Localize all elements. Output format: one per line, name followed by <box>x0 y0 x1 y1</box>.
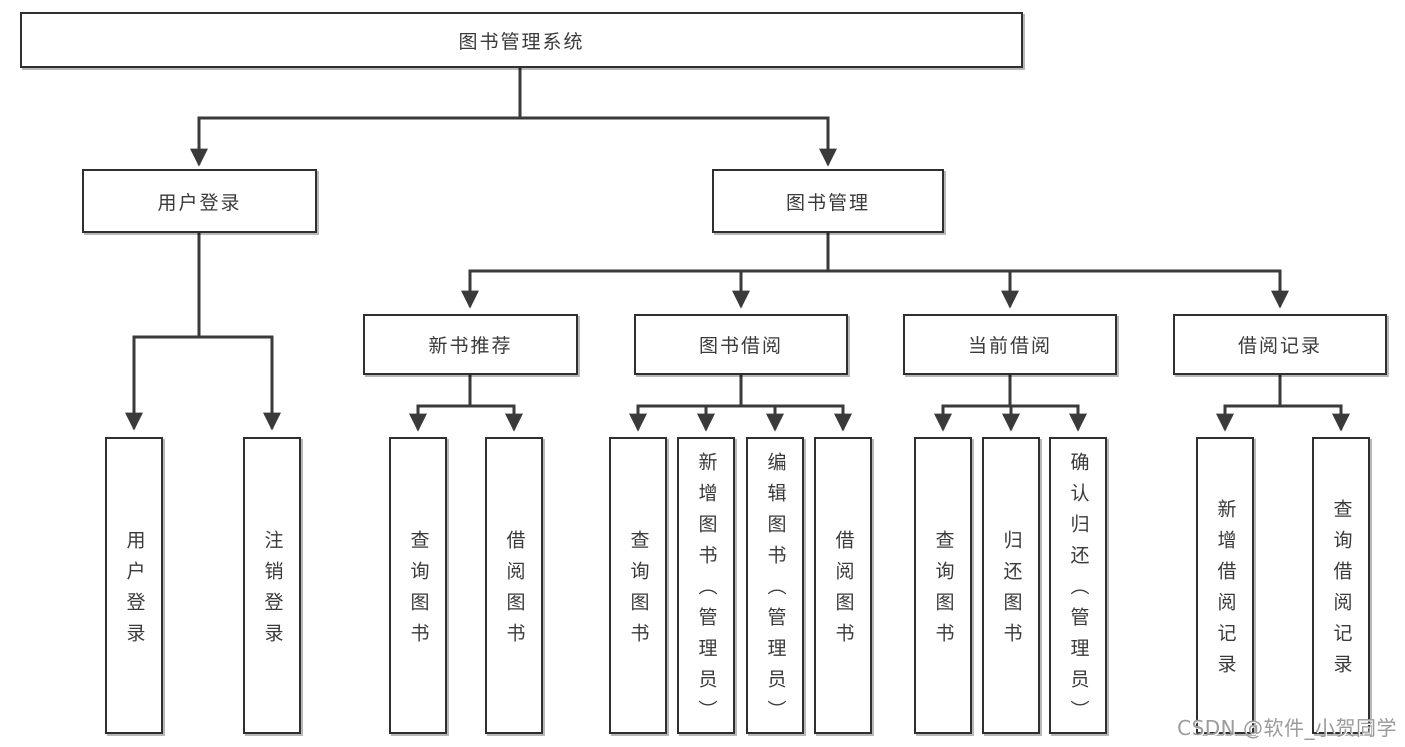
leaf-current-query-books: 查询图书 <box>914 437 972 734</box>
leaf-borrowing-edit-books-admin: 编辑图书（管理员） <box>746 437 804 734</box>
leaf-current-confirm-return-admin: 确认归还（管理员） <box>1049 437 1107 734</box>
leaf-borrowing-query-books: 查询图书 <box>609 437 667 734</box>
node-book-management: 图书管理 <box>712 169 944 233</box>
node-new-book-recommend-label: 新书推荐 <box>428 335 513 357</box>
node-current-borrowing: 当前借阅 <box>903 314 1117 375</box>
leaf-records-add-record: 新增借阅记录 <box>1196 437 1254 734</box>
leaf-borrowing-add-books-admin-label: 新增图书（管理员） <box>695 452 718 731</box>
leaf-current-confirm-return-admin-label: 确认归还（管理员） <box>1067 452 1090 731</box>
node-library-system: 图书管理系统 <box>20 12 1023 68</box>
leaf-newrec-query-books-label: 查询图书 <box>407 529 430 654</box>
leaf-borrowing-query-books-label: 查询图书 <box>627 529 650 654</box>
node-borrow-records-label: 借阅记录 <box>1237 335 1322 357</box>
leaf-borrowing-borrow-books: 借阅图书 <box>814 437 872 734</box>
node-new-book-recommend: 新书推荐 <box>363 314 578 375</box>
node-book-management-label: 图书管理 <box>785 191 870 214</box>
node-book-borrowing: 图书借阅 <box>634 314 848 375</box>
leaf-current-return-books: 归还图书 <box>982 437 1040 734</box>
leaf-logout: 注销登录 <box>243 437 301 734</box>
leaf-borrowing-add-books-admin: 新增图书（管理员） <box>677 437 735 734</box>
leaf-records-add-record-label: 新增借阅记录 <box>1214 498 1237 685</box>
leaf-current-query-books-label: 查询图书 <box>932 529 955 654</box>
leaf-newrec-borrow-books: 借阅图书 <box>485 437 543 734</box>
leaf-borrowing-borrow-books-label: 借阅图书 <box>832 529 855 654</box>
node-borrow-records: 借阅记录 <box>1173 314 1387 375</box>
csdn-watermark: CSDN @软件_小贺同学 <box>1177 716 1397 740</box>
leaf-user-login-label: 用户登录 <box>123 529 146 654</box>
node-current-borrowing-label: 当前借阅 <box>967 335 1052 357</box>
leaf-records-query-record-label: 查询借阅记录 <box>1330 498 1353 685</box>
leaf-newrec-query-books: 查询图书 <box>389 437 447 734</box>
leaf-logout-label: 注销登录 <box>261 529 284 654</box>
leaf-current-return-books-label: 归还图书 <box>1000 529 1023 654</box>
leaf-borrowing-edit-books-admin-label: 编辑图书（管理员） <box>764 452 787 731</box>
node-book-borrowing-label: 图书借阅 <box>698 335 783 357</box>
node-user-login: 用户登录 <box>82 169 317 233</box>
node-library-system-label: 图书管理系统 <box>458 30 585 53</box>
leaf-records-query-record: 查询借阅记录 <box>1312 437 1370 734</box>
leaf-user-login: 用户登录 <box>105 437 163 734</box>
leaf-newrec-borrow-books-label: 借阅图书 <box>503 529 526 654</box>
node-user-login-label: 用户登录 <box>157 191 242 214</box>
